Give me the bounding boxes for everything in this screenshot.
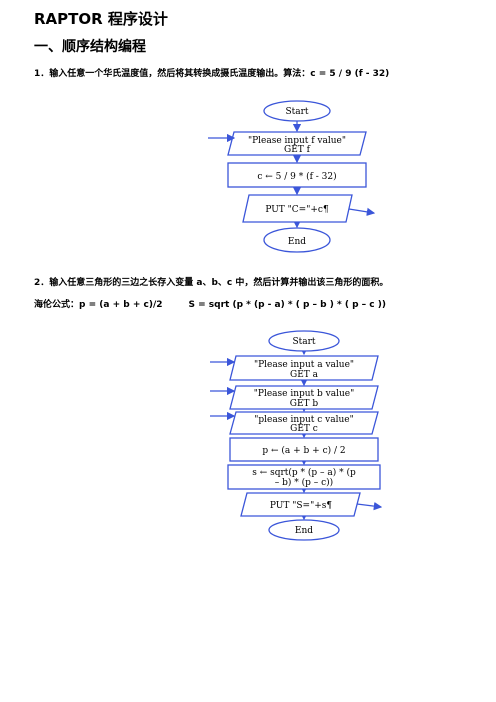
f1-output-arrow bbox=[348, 207, 376, 217]
f2-assign-s-line1: s ← sqrt(p * (p – a) * (p bbox=[252, 467, 356, 478]
f2-input-c-prompt: "please input c value" bbox=[254, 415, 353, 425]
heron-formula: 海伦公式：p = (a + b + c)/2 S = sqrt (p * (p -… bbox=[34, 297, 386, 310]
f2-input-b-get: GET b bbox=[290, 399, 319, 409]
f1-output-c: PUT "C="+c¶ bbox=[242, 194, 376, 223]
f1-start-label: Start bbox=[285, 107, 308, 117]
f2-input-c-get: GET c bbox=[290, 424, 318, 434]
f2-assign-s-line2: – b) * (p – c)) bbox=[275, 477, 333, 488]
f2-assign-p-label: p ← (a + b + c) / 2 bbox=[262, 445, 345, 456]
f2-start-terminal: Start bbox=[268, 330, 340, 352]
f2-start-label: Start bbox=[292, 337, 315, 347]
flowchart-2: Start "Please input a value" GET a "Plea… bbox=[210, 330, 383, 541]
f2-end-label: End bbox=[295, 526, 313, 536]
f1-input-f: "Please input f value" GET f bbox=[208, 131, 367, 156]
f1-end-terminal: End bbox=[263, 227, 331, 253]
f2-input-c: "please input c value" GET c bbox=[210, 411, 379, 435]
f1-input-get: GET f bbox=[284, 145, 311, 155]
problem-1-text: 1．输入任意一个华氏温度值，然后将其转换成摄氏温度输出。算法：c = 5 / 9… bbox=[34, 69, 390, 79]
f2-end-terminal: End bbox=[268, 519, 340, 541]
f2-input-a-prompt: "Please input a value" bbox=[254, 360, 354, 370]
f2-input-a-get: GET a bbox=[290, 370, 319, 380]
document-title: RAPTOR 程序设计 bbox=[34, 10, 168, 28]
heron-formula-s: S = sqrt (p * (p - a) * ( p – b ) * ( p … bbox=[188, 300, 386, 310]
f2-output-arrow bbox=[356, 501, 383, 511]
f2-input-b-prompt: "Please input b value" bbox=[254, 389, 355, 399]
f1-assign-label: c ← 5 / 9 * (f - 32) bbox=[257, 171, 336, 182]
f1-assign-c: c ← 5 / 9 * (f - 32) bbox=[227, 162, 367, 188]
f1-output-label: PUT "C="+c¶ bbox=[265, 205, 329, 215]
flowchart-1: Start "Please input f value" GET f c ← 5… bbox=[208, 100, 376, 253]
section-title: 一、顺序结构编程 bbox=[34, 39, 146, 55]
problem-2-text: 2．输入任意三角形的三边之长存入变量 a、b、c 中，然后计算并输出该三角形的面… bbox=[34, 278, 389, 288]
heron-formula-p: 海伦公式：p = (a + b + c)/2 bbox=[34, 300, 163, 310]
f1-start-terminal: Start bbox=[263, 100, 331, 122]
f1-end-label: End bbox=[288, 237, 306, 247]
f2-input-b: "Please input b value" GET b bbox=[210, 385, 379, 410]
f2-input-a: "Please input a value" GET a bbox=[210, 355, 379, 381]
f2-assign-s: s ← sqrt(p * (p – a) * (p – b) * (p – c)… bbox=[227, 464, 381, 490]
f1-input-prompt: "Please input f value" bbox=[248, 136, 346, 146]
f2-output-s: PUT "S="+s¶ bbox=[240, 492, 383, 517]
f2-assign-p: p ← (a + b + c) / 2 bbox=[229, 437, 379, 462]
f2-output-label: PUT "S="+s¶ bbox=[270, 501, 332, 511]
